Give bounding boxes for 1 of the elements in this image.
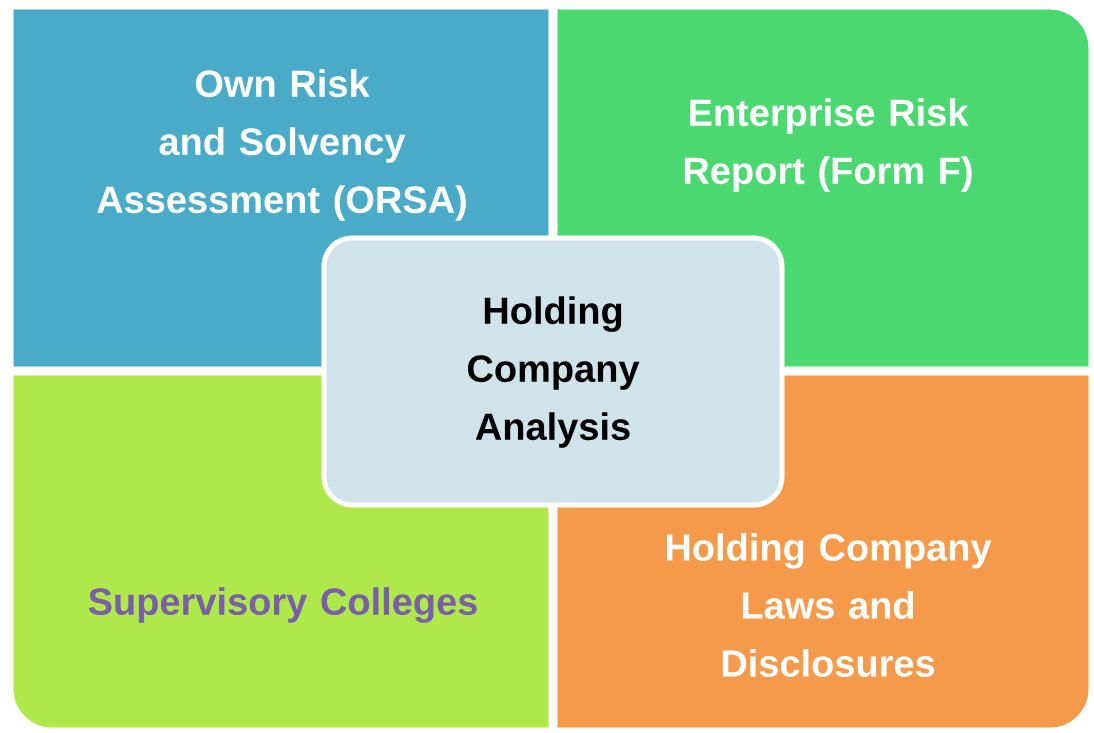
center-box: Holding Company Analysis [321,235,785,508]
